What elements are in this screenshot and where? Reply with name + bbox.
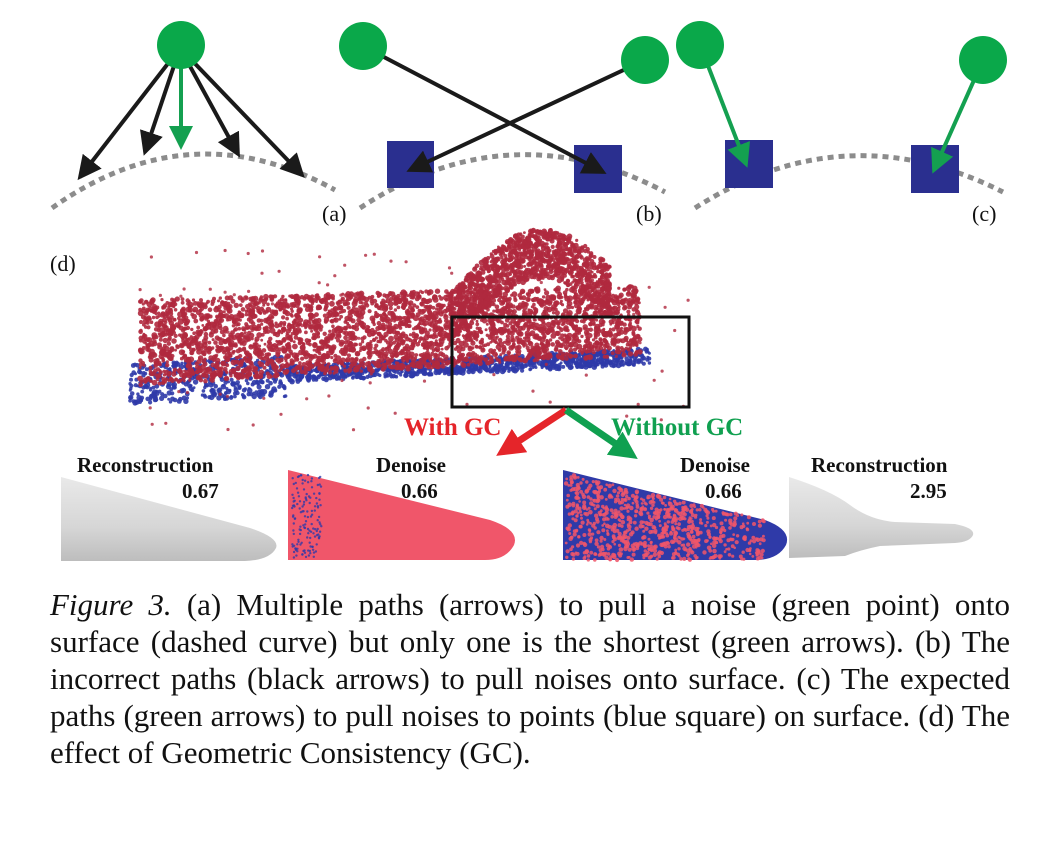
caption-text: (a) Multiple paths (arrows) to pull a no…: [50, 587, 1010, 770]
panel-label-a: (a): [322, 201, 346, 226]
result-value-3: 0.66: [705, 479, 742, 503]
denoise-without-gc-thumbnail: [563, 470, 788, 563]
noisy-point-cloud: [128, 227, 690, 432]
noise-point-c-right: [959, 36, 1007, 84]
noise-point-a: [157, 21, 205, 69]
panel-label-d: (d): [50, 251, 76, 276]
result-value-4: 2.95: [910, 479, 947, 503]
noise-point-b-left: [339, 22, 387, 70]
with-gc-arrow: [496, 407, 568, 456]
wrong-arrow-b-1: [362, 44, 607, 174]
without-gc-label: Without GC: [611, 414, 743, 441]
zoom-box: [450, 315, 691, 409]
surface-curve-a: [50, 151, 337, 211]
result-title-1: Reconstruction: [77, 453, 214, 477]
figure-caption: Figure 3. (a) Multiple paths (arrows) to…: [50, 586, 1010, 771]
panel-label-c: (c): [972, 201, 996, 226]
result-value-1: 0.67: [182, 479, 219, 503]
noise-point-b-right: [621, 36, 669, 84]
reconstruction-with-gc-thumbnail: [61, 477, 277, 561]
result-title-4: Reconstruction: [811, 453, 948, 477]
with-gc-label: With GC: [404, 414, 501, 441]
figure-3: (a) (b) (c) (d) With GC Without GC Recon…: [50, 21, 1007, 563]
noise-point-c-left: [676, 21, 724, 69]
panel-a: (a): [50, 21, 346, 226]
panel-b: (b): [339, 22, 669, 226]
surface-point-b-left: [387, 141, 434, 188]
wrong-arrow-b-2: [406, 58, 646, 173]
panel-label-b: (b): [636, 201, 662, 226]
without-gc-arrow: [564, 407, 638, 459]
caption-label: Figure 3.: [50, 587, 172, 622]
panel-c: (c): [676, 21, 1007, 226]
reconstruction-without-gc-thumbnail: [789, 477, 974, 558]
result-title-2: Denoise: [376, 453, 446, 477]
black-arrows-a: [77, 46, 305, 181]
denoise-with-gc-thumbnail: [288, 470, 515, 560]
result-title-3: Denoise: [680, 453, 750, 477]
surface-point-c-left: [725, 140, 773, 188]
panel-d: (d) With GC Without GC Reconstruction 0.…: [50, 227, 974, 563]
result-value-2: 0.66: [401, 479, 438, 503]
